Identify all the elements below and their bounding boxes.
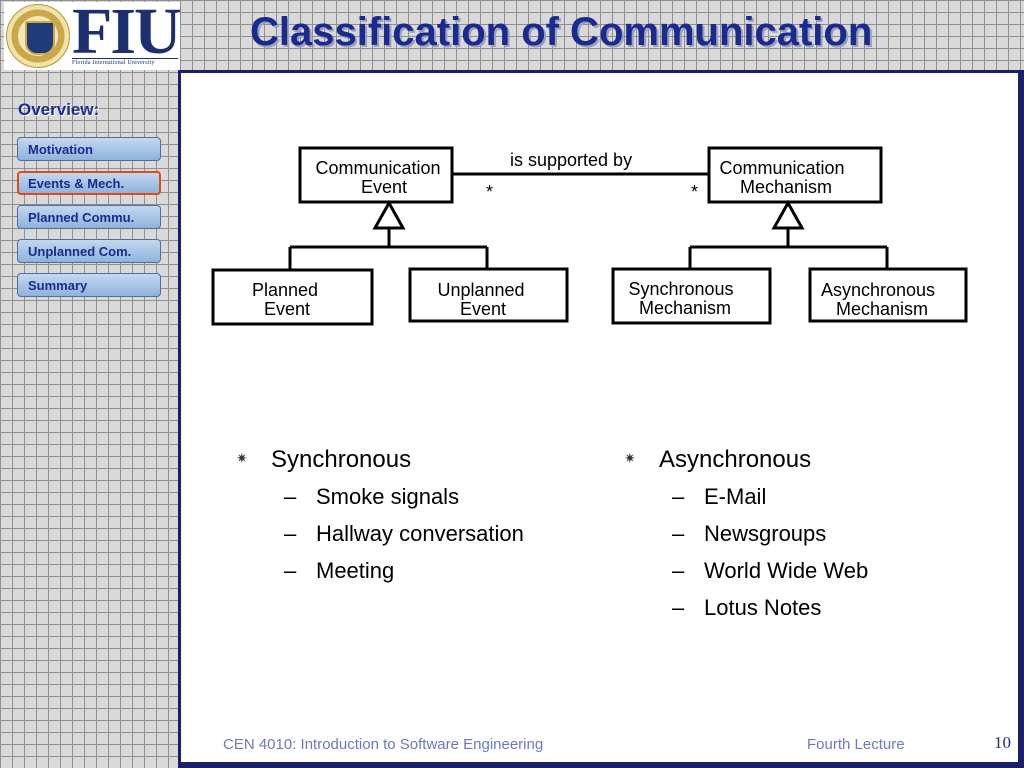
bullet-star-icon: ✷ bbox=[236, 450, 248, 466]
logo-divider bbox=[72, 58, 178, 59]
list-item: –World Wide Web bbox=[624, 558, 868, 595]
dash-icon: – bbox=[284, 521, 297, 546]
dash-icon: – bbox=[672, 558, 685, 583]
bullet-star-icon: ✷ bbox=[624, 450, 636, 466]
list-heading-text: Synchronous bbox=[271, 446, 412, 473]
class-name-line2: Mechanism bbox=[639, 298, 731, 318]
association-label: is supported by bbox=[510, 150, 632, 170]
class-synchronous-mechanism: Synchronous Mechanism bbox=[611, 267, 772, 325]
class-asynchronous-mechanism: Asynchronous Mechanism bbox=[808, 267, 968, 323]
uml-class-diagram: is supported by * * Communication Event … bbox=[211, 146, 968, 326]
list-item: –Meeting bbox=[236, 558, 524, 595]
class-name-line1: Communication bbox=[315, 158, 440, 178]
dash-icon: – bbox=[672, 484, 685, 509]
list-item-text: Hallway conversation bbox=[316, 521, 524, 546]
list-heading-synchronous: ✷ Synchronous bbox=[236, 446, 524, 484]
frame-border-left bbox=[178, 70, 181, 768]
dash-icon: – bbox=[672, 595, 685, 620]
footer-lecture-title: Fourth Lecture bbox=[807, 736, 905, 753]
class-communication-mechanism: Communication Mechanism bbox=[707, 146, 883, 204]
class-name-line1: Synchronous bbox=[628, 279, 733, 299]
list-item-text: Lotus Notes bbox=[704, 595, 822, 620]
generalization-left bbox=[288, 199, 489, 270]
list-item-text: Smoke signals bbox=[316, 484, 460, 509]
list-item-text: World Wide Web bbox=[704, 558, 869, 583]
logo-text: FIU bbox=[72, 0, 182, 68]
class-name-line1: Unplanned bbox=[437, 280, 524, 300]
overview-heading: Overview: bbox=[18, 100, 100, 119]
generalization-right bbox=[688, 199, 889, 269]
list-item: –Hallway conversation bbox=[236, 521, 524, 558]
frame-border-right bbox=[1018, 70, 1024, 768]
nav-button-events-mech[interactable]: Events & Mech. bbox=[17, 171, 161, 195]
inheritance-triangle-icon bbox=[771, 199, 805, 230]
class-name-line2: Event bbox=[460, 299, 506, 319]
list-item-text: E-Mail bbox=[704, 484, 767, 509]
nav-button-planned-commu[interactable]: Planned Commu. bbox=[17, 205, 161, 229]
list-item: –Smoke signals bbox=[236, 484, 524, 521]
class-name-line1: Asynchronous bbox=[821, 280, 935, 300]
list-heading-text: Asynchronous bbox=[659, 446, 812, 473]
multiplicity-right: * bbox=[691, 182, 698, 202]
class-unplanned-event: Unplanned Event bbox=[408, 267, 569, 323]
page-number: 10 bbox=[994, 733, 1011, 752]
class-name-line2: Mechanism bbox=[740, 177, 832, 197]
seal-shield-icon bbox=[25, 21, 55, 55]
list-item-text: Newsgroups bbox=[704, 521, 827, 546]
frame-border-bottom bbox=[180, 762, 1024, 768]
inheritance-triangle-icon bbox=[372, 199, 406, 230]
nav-button-unplanned-com[interactable]: Unplanned Com. bbox=[17, 239, 161, 263]
asynchronous-list: ✷ Asynchronous –E-Mail –Newsgroups –Worl… bbox=[624, 446, 868, 632]
class-communication-event: Communication Event bbox=[298, 146, 454, 204]
university-seal-icon bbox=[6, 4, 70, 68]
class-name-line2: Mechanism bbox=[836, 299, 928, 319]
list-heading-asynchronous: ✷ Asynchronous bbox=[624, 446, 868, 484]
dash-icon: – bbox=[284, 484, 297, 509]
page-title: Classification of Communication bbox=[250, 10, 873, 54]
nav-button-summary[interactable]: Summary bbox=[17, 273, 161, 297]
nav-button-motivation[interactable]: Motivation bbox=[17, 137, 161, 161]
class-name-line1: Communication bbox=[719, 158, 844, 178]
class-name-line2: Event bbox=[361, 177, 407, 197]
class-name-line2: Event bbox=[264, 299, 310, 319]
list-item: –Newsgroups bbox=[624, 521, 868, 558]
multiplicity-left: * bbox=[486, 182, 493, 202]
synchronous-list: ✷ Synchronous –Smoke signals –Hallway co… bbox=[236, 446, 524, 595]
frame-border-top bbox=[180, 70, 1024, 73]
list-item: –Lotus Notes bbox=[624, 595, 868, 632]
fiu-logo: FIU Florida International University bbox=[4, 0, 182, 70]
list-item-text: Meeting bbox=[316, 558, 395, 583]
class-planned-event: Planned Event bbox=[211, 268, 374, 326]
list-item: –E-Mail bbox=[624, 484, 868, 521]
dash-icon: – bbox=[284, 558, 297, 583]
footer-course-title: CEN 4010: Introduction to Software Engin… bbox=[223, 736, 544, 753]
dash-icon: – bbox=[672, 521, 685, 546]
class-name-line1: Planned bbox=[252, 280, 318, 300]
logo-subtext: Florida International University bbox=[72, 60, 155, 66]
